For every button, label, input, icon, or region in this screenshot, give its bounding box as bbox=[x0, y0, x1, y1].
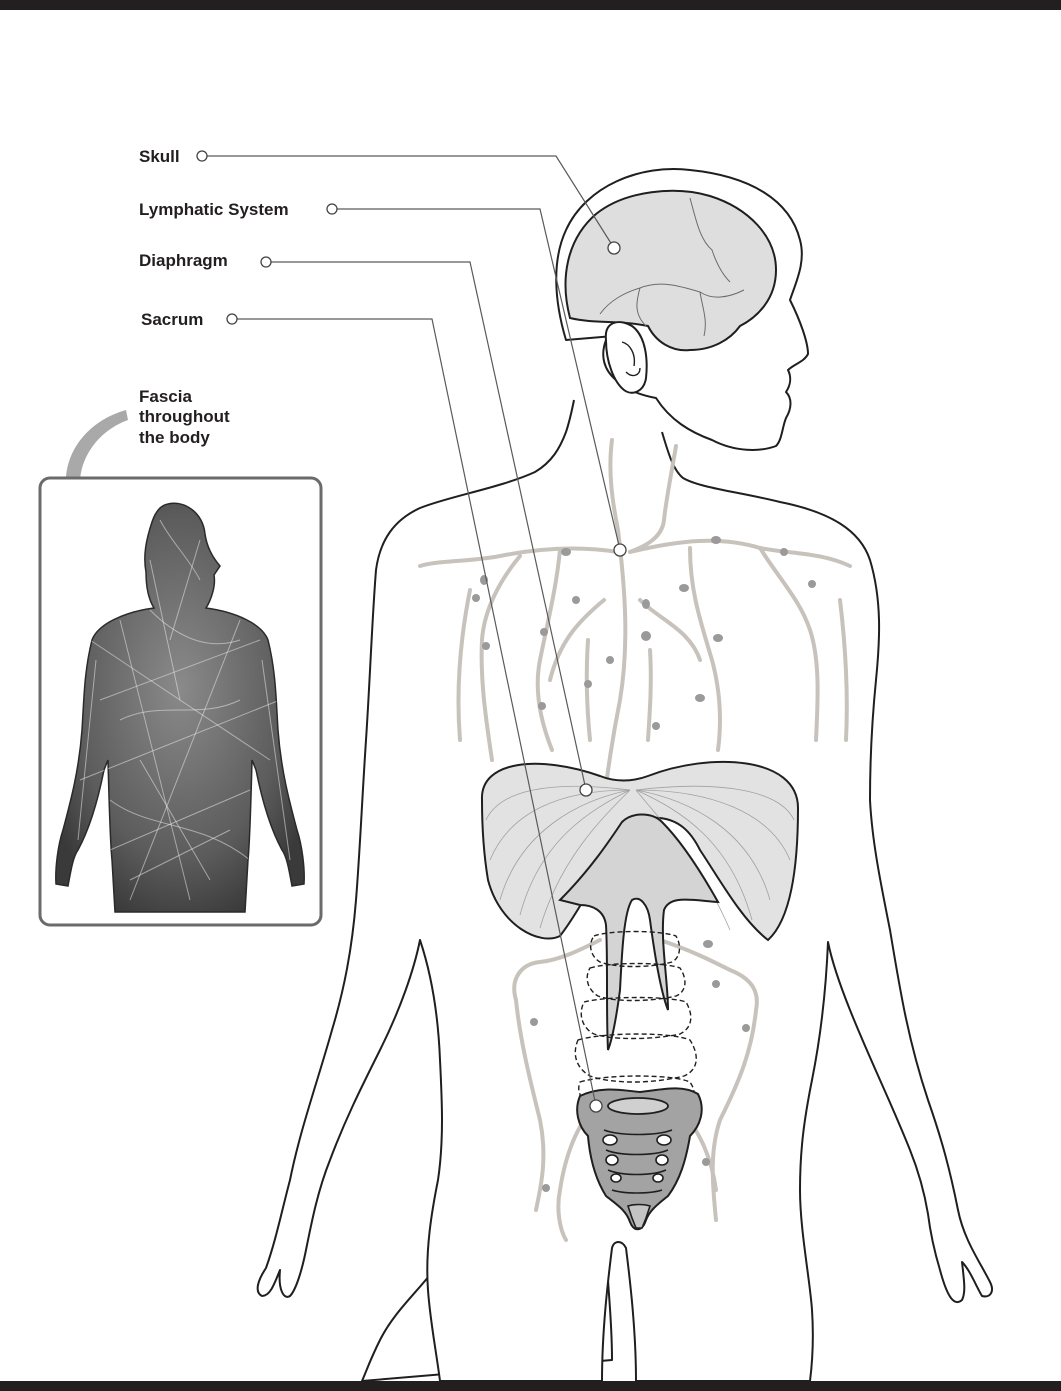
lymphatic-system-label: Lymphatic System bbox=[139, 200, 289, 219]
lymphatic-callout-anchor-dot bbox=[327, 204, 337, 214]
skull-callout-end-dot bbox=[608, 242, 620, 254]
sacrum-callout-end-dot bbox=[590, 1100, 602, 1112]
skull-callout-anchor-dot bbox=[197, 151, 207, 161]
skull-label: Skull bbox=[139, 147, 180, 166]
bottom-border-bar bbox=[0, 1381, 1061, 1391]
sacrum-label: Sacrum bbox=[141, 310, 203, 329]
diaphragm-callout-end-dot bbox=[580, 784, 592, 796]
sacrum-top-plate bbox=[608, 1098, 668, 1114]
lymphatic-callout-end-dot bbox=[614, 544, 626, 556]
top-border-bar bbox=[0, 0, 1061, 10]
fascia-caption-line-2: throughout bbox=[139, 407, 230, 426]
sacrum-callout-anchor-dot bbox=[227, 314, 237, 324]
fascia-caption-line-3: the body bbox=[139, 428, 210, 447]
diaphragm-callout-anchor-dot bbox=[261, 257, 271, 267]
diaphragm-label: Diaphragm bbox=[139, 251, 228, 270]
fascia-caption-line-1: Fascia bbox=[139, 387, 192, 406]
